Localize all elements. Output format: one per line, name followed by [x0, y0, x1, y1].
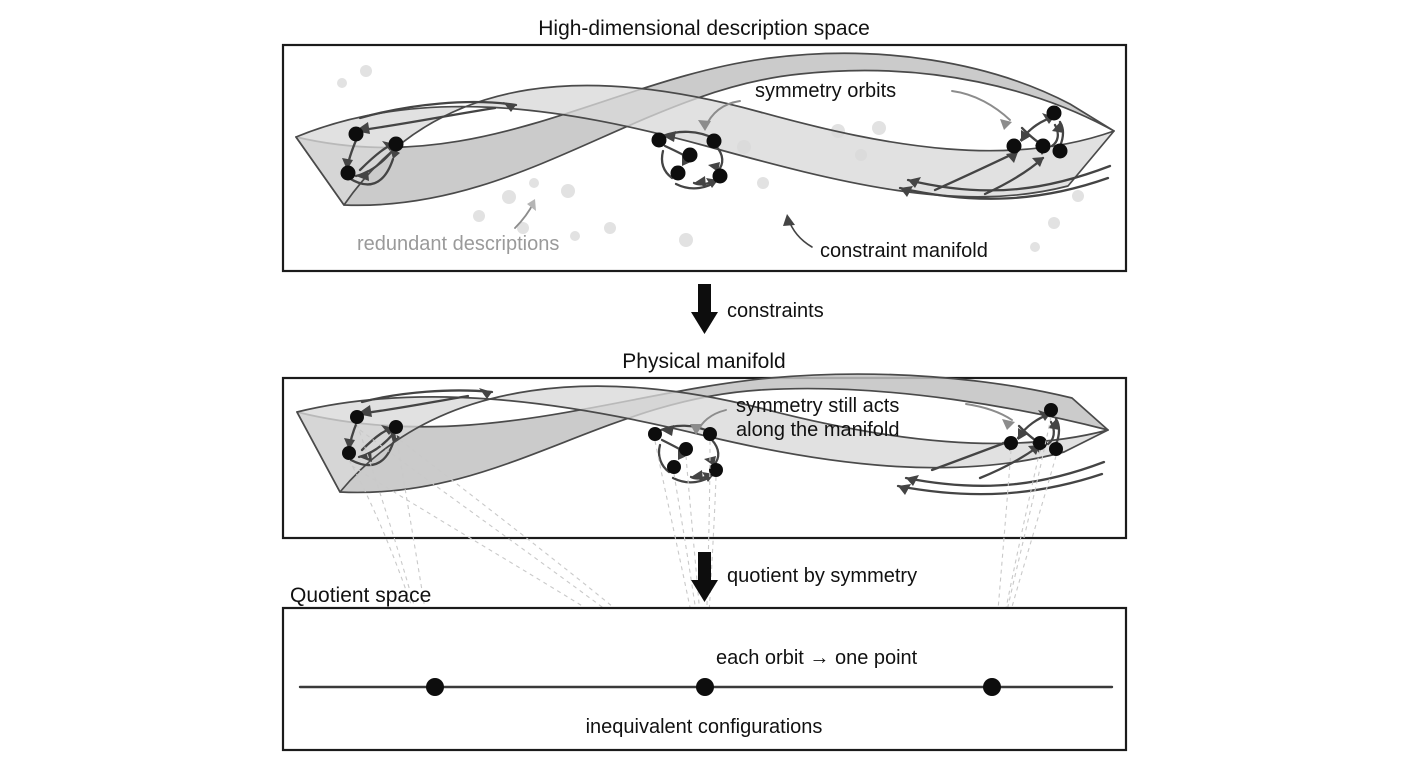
label-constraints: constraints: [727, 300, 824, 322]
panel-title-description-space: High-dimensional description space: [538, 17, 870, 40]
panel-title-quotient-space: Quotient space: [290, 584, 431, 607]
label-redundant-descriptions: redundant descriptions: [357, 233, 559, 255]
orbit-cluster-left-p1: [340, 100, 518, 186]
label-symmetry-orbits: symmetry orbits: [755, 80, 896, 102]
label-each-orbit-one-point: each orbit → one point: [716, 647, 918, 669]
quotient-points: [426, 678, 1001, 696]
orbit-cluster-middle-p2: [648, 424, 723, 484]
label-symmetry-still-acts-line1: symmetry still acts: [736, 395, 899, 417]
label-constraint-manifold: constraint manifold: [820, 240, 988, 262]
down-arrow-icon: [691, 284, 718, 334]
orbit-cluster-right-p1: [898, 105, 1112, 200]
label-symmetry-still-acts-line2: along the manifold: [736, 419, 899, 441]
down-arrow-icon-2: [691, 552, 718, 602]
orbit-cluster-middle-p1: [651, 130, 728, 190]
orbit-cluster-right-p2: [896, 403, 1106, 496]
panel-title-physical-manifold: Physical manifold: [622, 350, 785, 373]
orbit-cluster-left-p2: [342, 388, 494, 467]
label-inequivalent-configurations: inequivalent configurations: [586, 716, 823, 738]
label-quotient-by-symmetry: quotient by symmetry: [727, 565, 917, 587]
constraint-manifold-surface: [295, 52, 1115, 207]
physical-manifold-surface: [296, 373, 1109, 494]
